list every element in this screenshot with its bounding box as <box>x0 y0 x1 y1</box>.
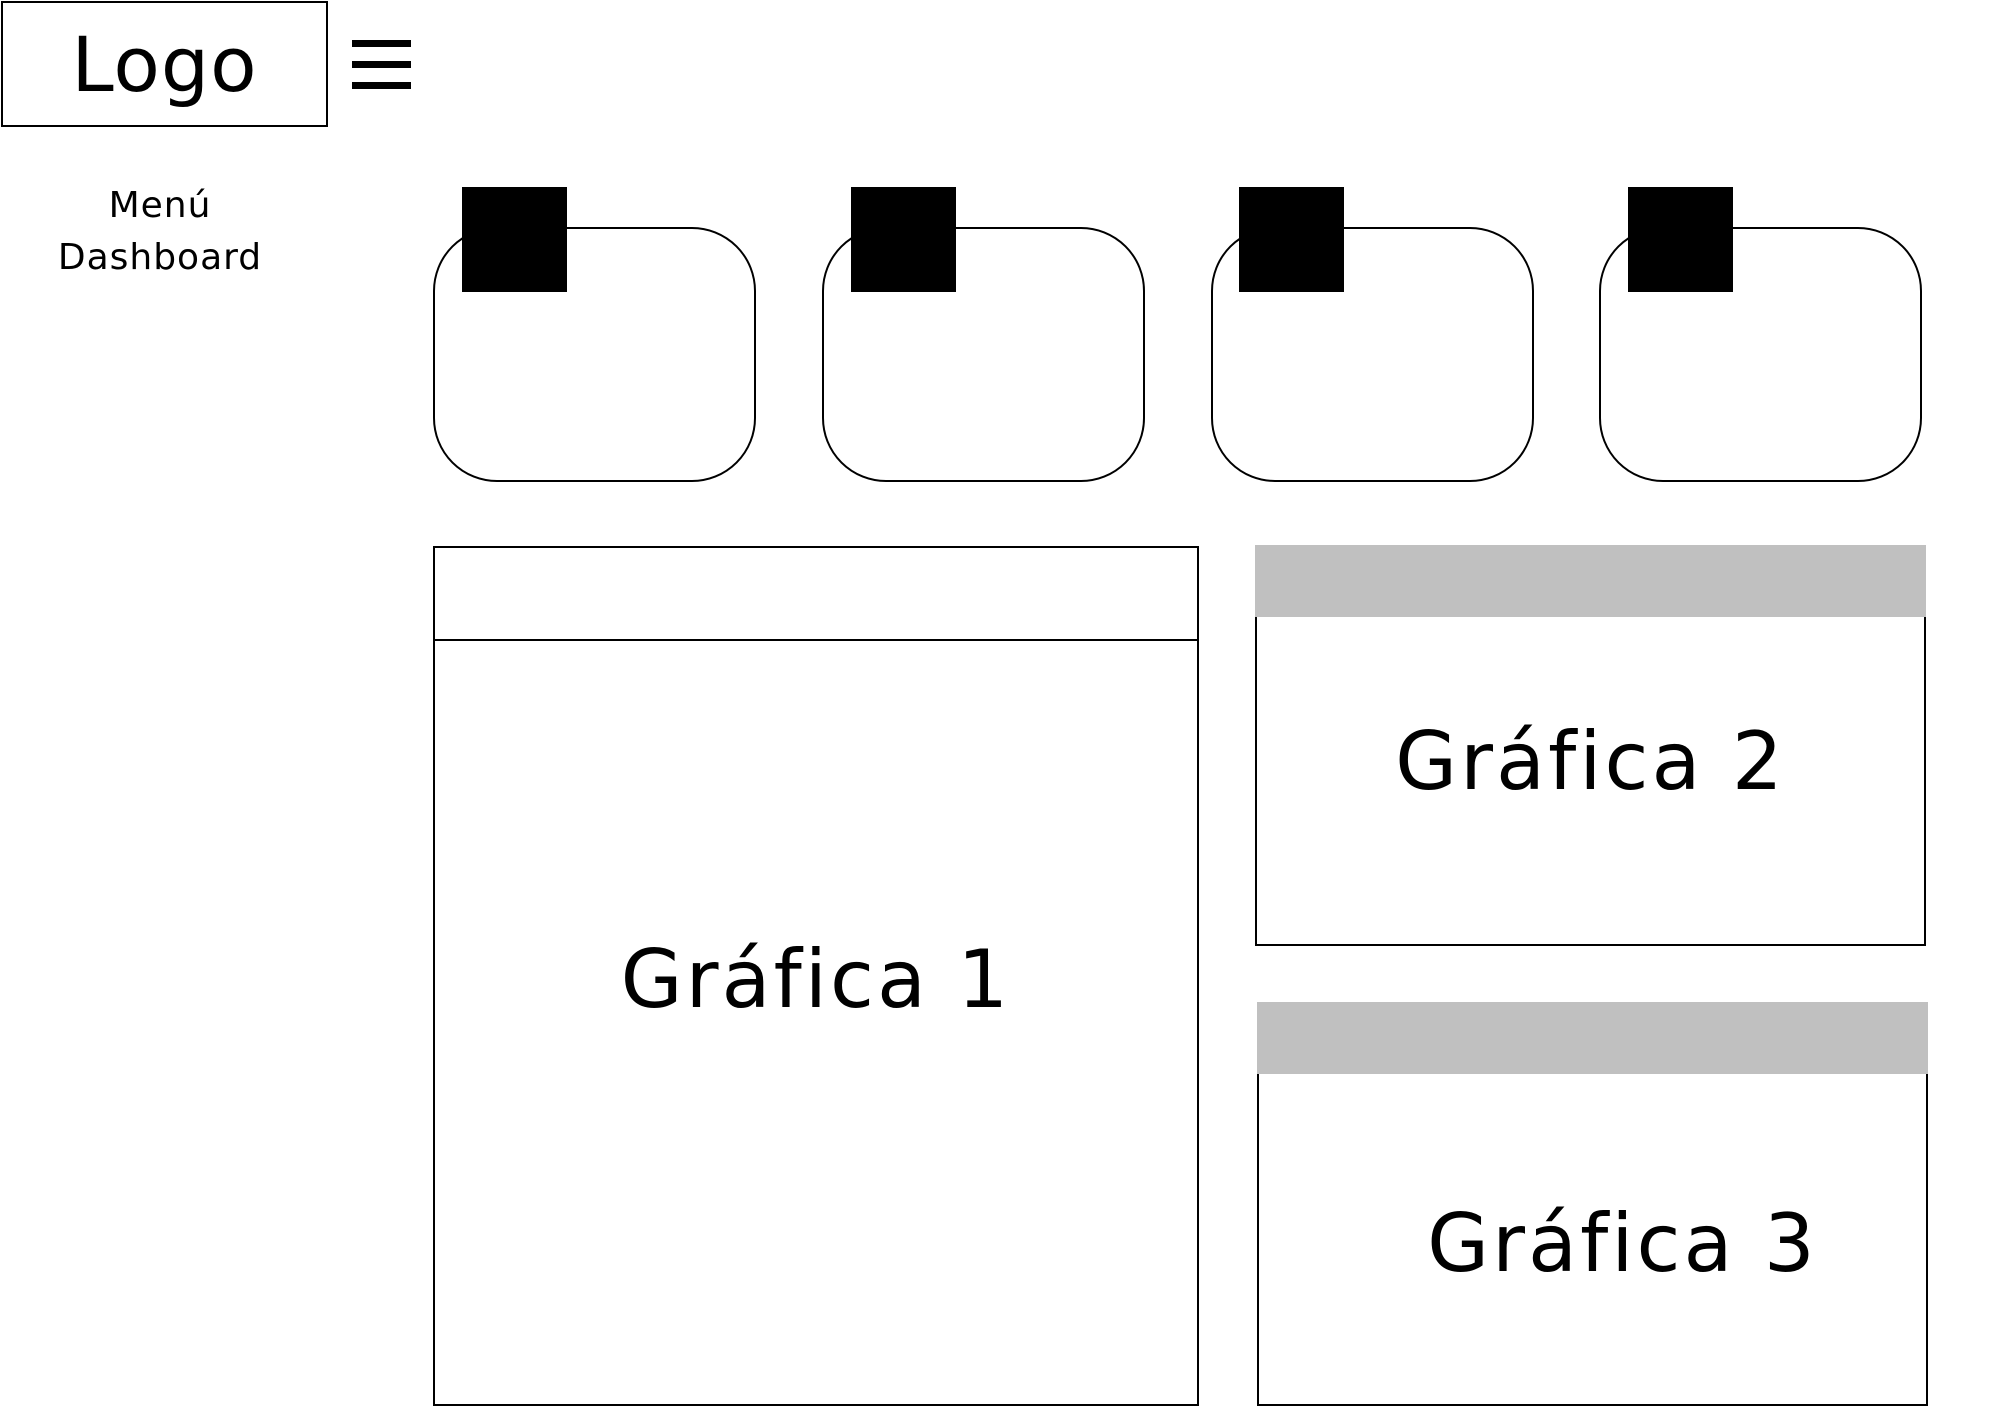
chart-1-title: Gráfica 1 <box>620 933 1012 1026</box>
menu-label-line1: Menú <box>108 185 212 226</box>
logo[interactable]: Logo <box>1 1 328 127</box>
sidebar-menu-label[interactable]: Menú Dashboard <box>40 180 280 284</box>
kpi-card-4-icon <box>1628 187 1733 292</box>
menu-label-line2: Dashboard <box>57 237 263 278</box>
chart-panel-2-header <box>1255 545 1926 617</box>
chart-3-title: Gráfica 3 <box>1427 1197 1818 1290</box>
chart-panel-3-header <box>1257 1002 1928 1074</box>
chart-2-title: Gráfica 2 <box>1395 715 1786 808</box>
hamburger-line <box>352 40 411 47</box>
chart-panel-3[interactable]: Gráfica 3 <box>1257 1002 1928 1406</box>
chart-panel-1[interactable]: Gráfica 1 <box>433 546 1199 1406</box>
hamburger-line <box>352 82 411 89</box>
hamburger-menu-icon[interactable] <box>352 40 411 89</box>
chart-panel-2[interactable]: Gráfica 2 <box>1255 545 1926 946</box>
chart-panel-1-header <box>435 548 1197 641</box>
kpi-card-3-icon <box>1239 187 1344 292</box>
hamburger-line <box>352 61 411 68</box>
kpi-card-2-icon <box>851 187 956 292</box>
kpi-card-1-icon <box>462 187 567 292</box>
